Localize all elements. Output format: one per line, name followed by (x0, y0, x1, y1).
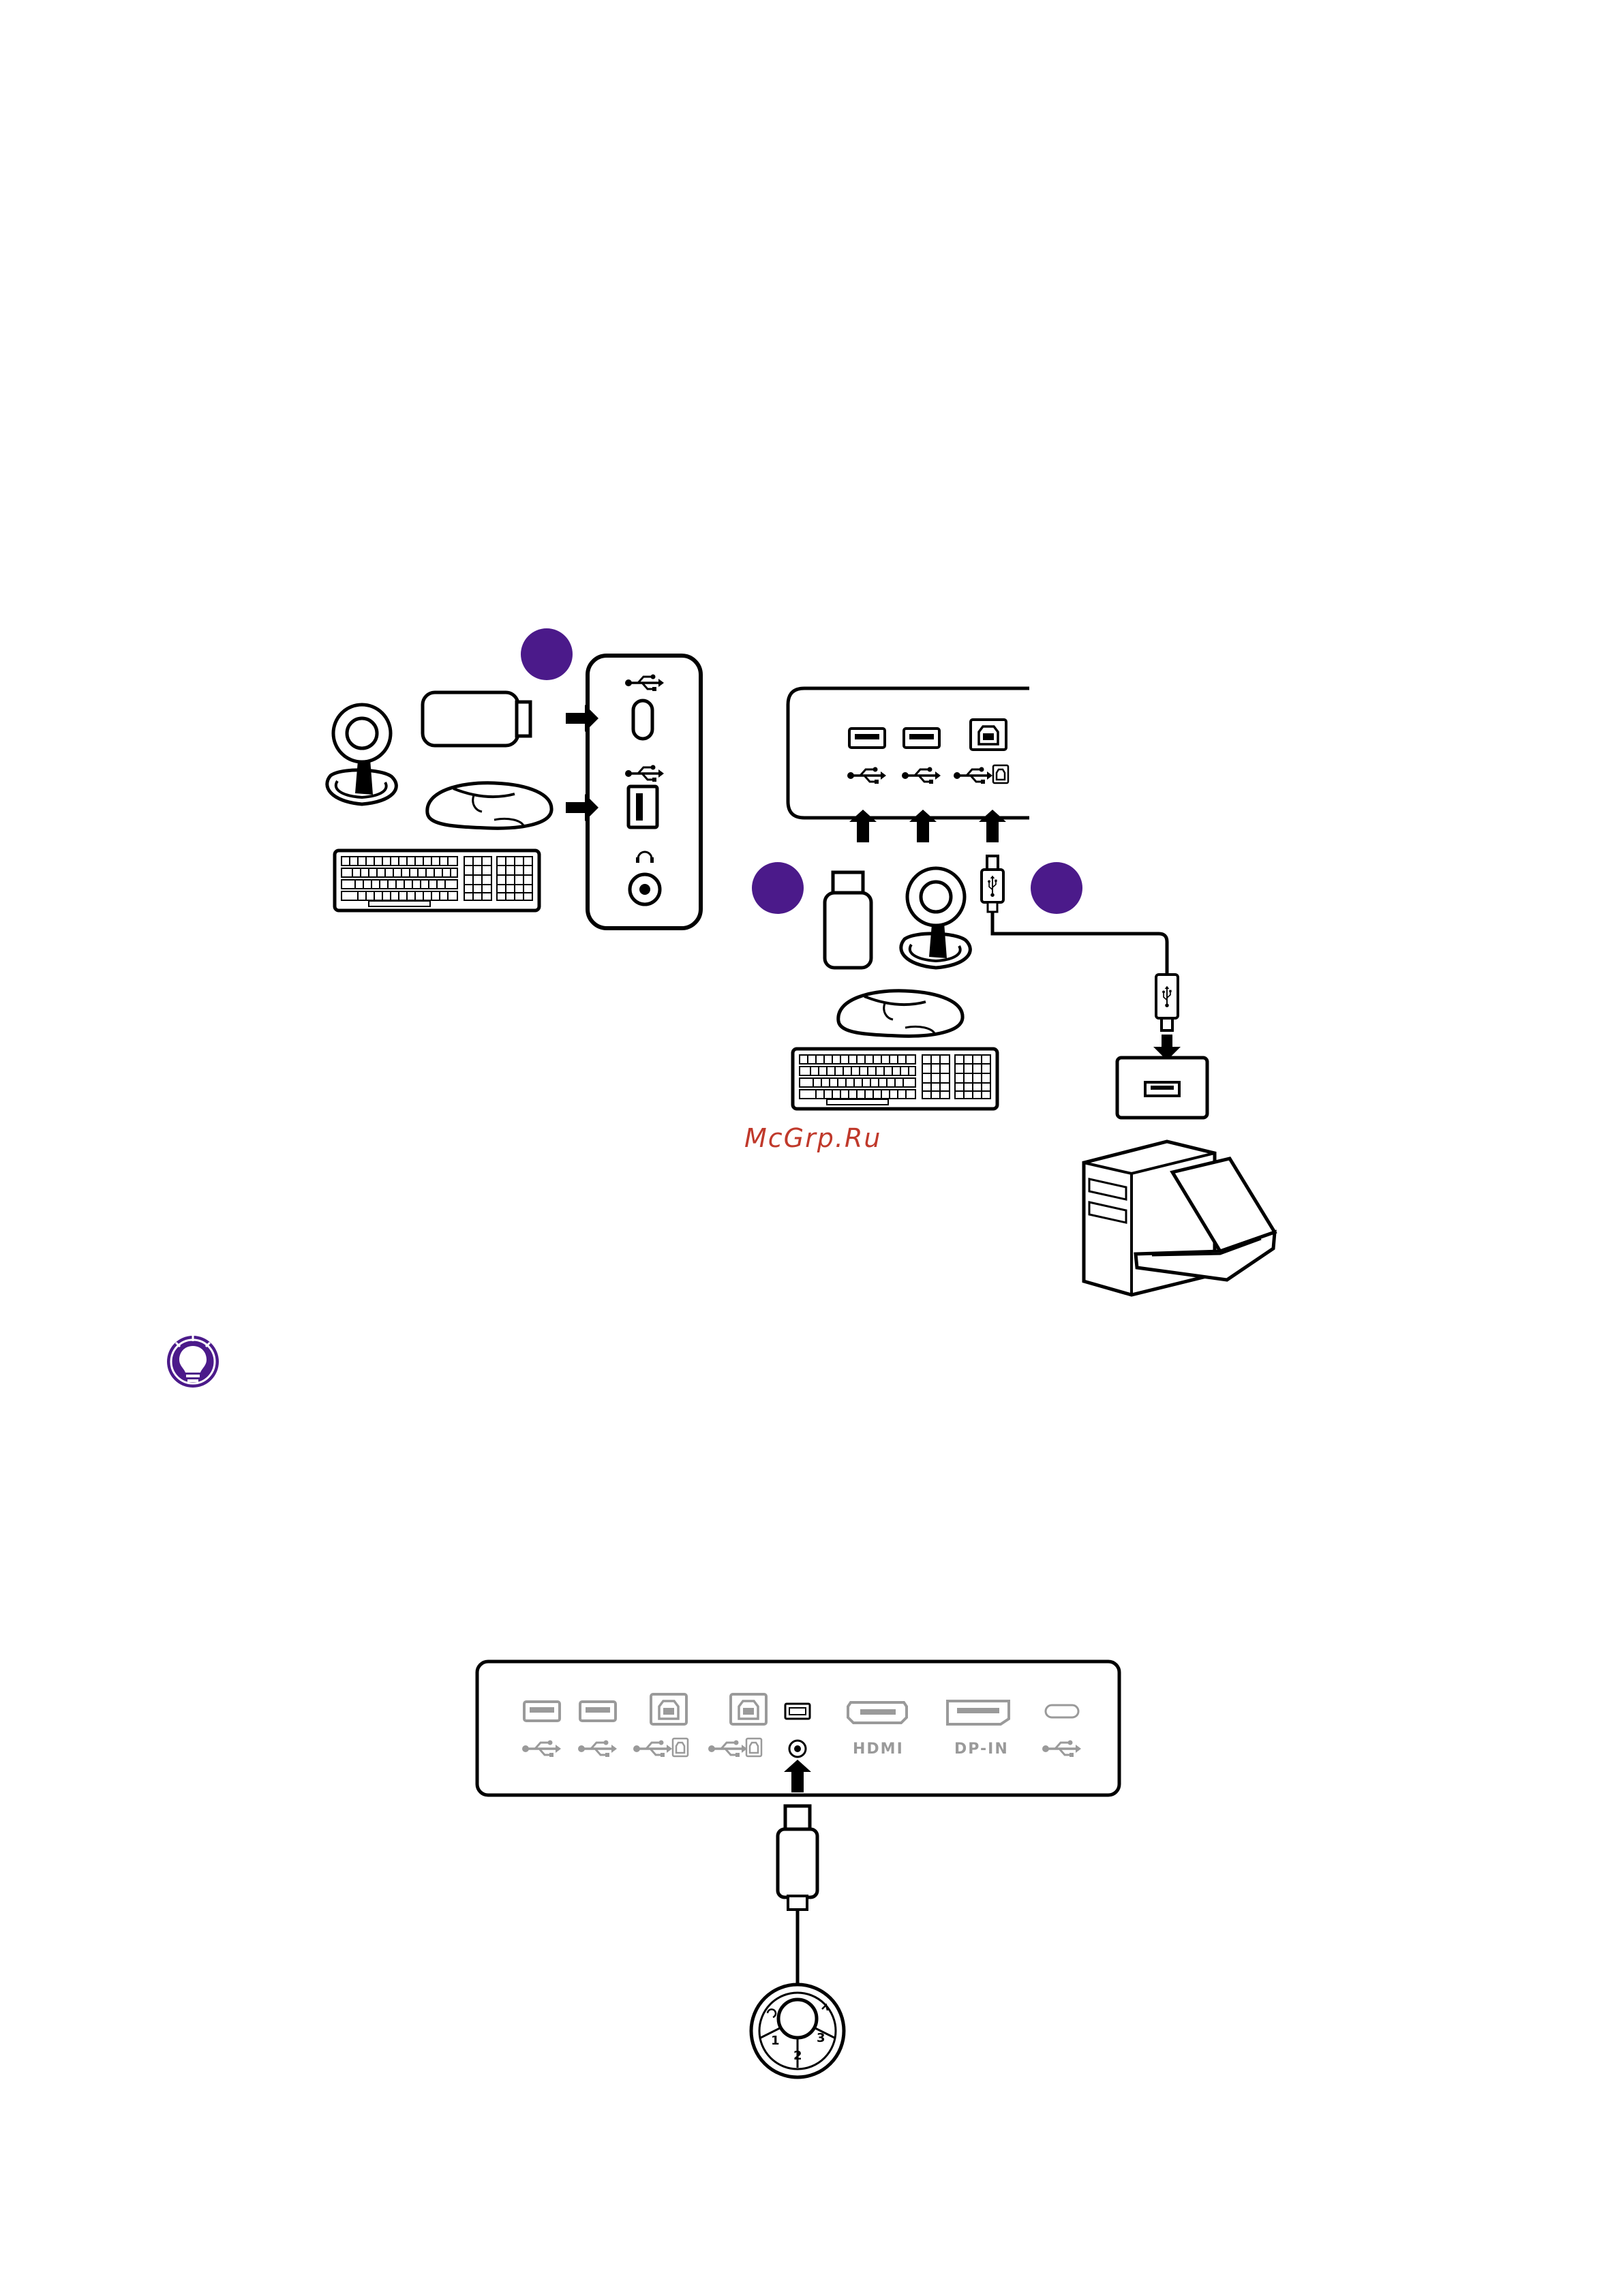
usb-upstream-icon (746, 1739, 761, 1756)
usb-upstream-icon (993, 765, 1008, 783)
keyboard-icon (793, 1049, 997, 1109)
step-badge-2 (752, 862, 804, 914)
watermark: McGrp.Ru (744, 1123, 881, 1153)
step-badge-3 (1031, 862, 1082, 914)
keyboard-icon (335, 851, 539, 910)
usb-b-port (971, 720, 1006, 750)
lightbulb-icon (167, 1336, 219, 1388)
computer-usb-port (1117, 1058, 1207, 1118)
mouse-icon (838, 991, 962, 1036)
step-badge-1 (521, 628, 573, 680)
flash-drive-icon (423, 692, 530, 746)
usb-a-port (849, 729, 885, 748)
webcam-icon (901, 868, 971, 968)
flash-drive-icon (825, 872, 871, 968)
usb-a-port (580, 1702, 616, 1721)
usb-plug-icon (982, 856, 1003, 912)
usb-plug-icon (1156, 975, 1178, 1030)
computer-icon (1084, 1142, 1275, 1295)
puck-button-3-label: 3 (817, 2031, 825, 2045)
webcam-icon (327, 705, 397, 804)
rear-panel (788, 688, 1029, 818)
puck-button-1-label: 1 (771, 2034, 780, 2048)
usb-upstream-icon (673, 1739, 688, 1756)
mouse-icon (427, 783, 551, 828)
dp-in-label: DP-IN (954, 1741, 1009, 1758)
usb-c-port (1046, 1705, 1078, 1717)
usb-a-port (904, 729, 939, 748)
usb-cable (992, 912, 1167, 975)
puck-button-2-label: 2 (793, 2049, 802, 2063)
puck-icon (751, 1985, 844, 2077)
usb-c-port (633, 701, 652, 739)
usb-b-port (731, 1694, 766, 1724)
usb-a-port (524, 1702, 560, 1721)
usb-b-port (651, 1694, 686, 1724)
side-panel (588, 656, 701, 928)
puck-cable-plug (778, 1806, 817, 1910)
hdmi-label: HDMI (853, 1741, 904, 1758)
